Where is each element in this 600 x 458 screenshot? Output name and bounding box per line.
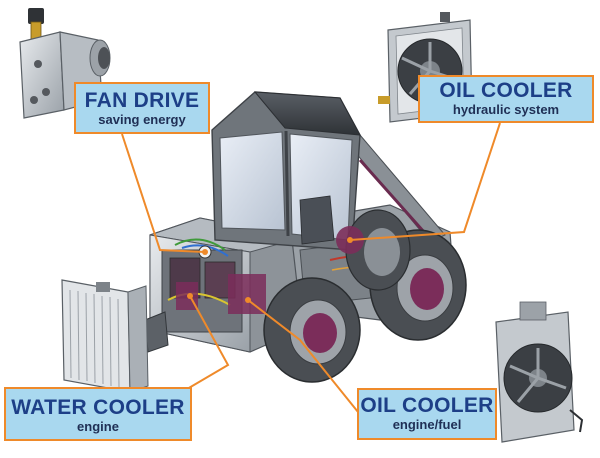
engine-oil-cooler-fan-icon bbox=[495, 301, 584, 443]
leader-oil-cooler-hydraulic bbox=[349, 122, 501, 241]
callout-fan-drive: FAN DRIVE saving energy bbox=[74, 82, 210, 134]
callout-oil-cooler-engine: OIL COOLER engine/fuel bbox=[357, 388, 497, 440]
leader-fan-drive bbox=[121, 133, 206, 253]
leader-dot-water bbox=[187, 293, 193, 299]
radiator-icon bbox=[61, 279, 149, 393]
callout-water-cooler: WATER COOLER engine bbox=[4, 387, 192, 441]
loader-wheel-rear-right bbox=[345, 209, 411, 291]
loader-wheel-rear-left bbox=[263, 277, 361, 383]
callout-oil-cooler-hydraulic-title: OIL COOLER bbox=[439, 79, 573, 102]
leader-dot-fan-drive bbox=[202, 249, 208, 255]
callout-fan-drive-subtitle: saving energy bbox=[98, 112, 186, 127]
callout-fan-drive-title: FAN DRIVE bbox=[84, 89, 200, 112]
compact-loader-icon bbox=[144, 91, 467, 383]
leader-dot-oil-engine bbox=[245, 297, 251, 303]
callout-oil-cooler-engine-title: OIL COOLER bbox=[360, 394, 494, 417]
callout-oil-cooler-engine-subtitle: engine/fuel bbox=[392, 417, 462, 432]
callout-water-cooler-subtitle: engine bbox=[77, 419, 119, 434]
leader-oil-cooler-engine bbox=[247, 299, 359, 413]
callout-oil-cooler-hydraulic: OIL COOLER hydraulic system bbox=[418, 75, 594, 123]
leader-water-cooler bbox=[181, 295, 230, 393]
engine-oil-cooler-location bbox=[228, 274, 266, 314]
callout-oil-cooler-hydraulic-subtitle: hydraulic system bbox=[452, 102, 560, 117]
leader-dot-oil-hydraulic bbox=[347, 237, 353, 243]
callout-water-cooler-title: WATER COOLER bbox=[11, 396, 185, 419]
